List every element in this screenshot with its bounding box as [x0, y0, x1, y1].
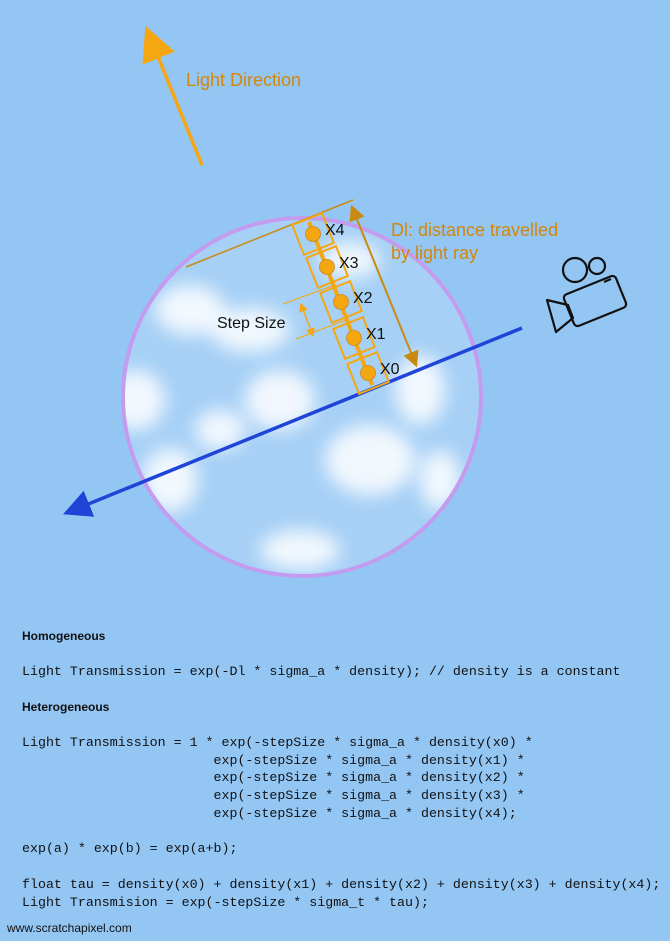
camera-icon — [545, 256, 628, 334]
light-direction-label: Light Direction — [186, 70, 301, 90]
step-size-arrow — [299, 302, 315, 338]
sample-dot — [333, 294, 349, 310]
sample-dot — [346, 330, 362, 346]
light-direction-arrow — [142, 25, 204, 166]
sample-point-1: X1 — [331, 315, 386, 361]
sample-label: X0 — [380, 361, 400, 378]
sample-label: X2 — [353, 290, 373, 307]
distance-label-line2: by light ray — [391, 243, 478, 263]
tau-formula: float tau = density(x0) + density(x1) + … — [22, 877, 661, 910]
exp-identity: exp(a) * exp(b) = exp(a+b); — [22, 841, 238, 856]
sample-point-4: X4 — [290, 211, 345, 257]
sample-label: X1 — [366, 326, 386, 343]
sample-point-0: X0 — [345, 350, 400, 396]
heterogeneous-heading: Heterogeneous — [22, 700, 110, 714]
heterogeneous-formula: Light Transmission = 1 * exp(-stepSize *… — [22, 735, 533, 821]
sample-label: X4 — [325, 222, 345, 239]
volume-diagram: Light Direction Dl: distance travelled b… — [63, 25, 628, 578]
sample-cell — [345, 350, 391, 396]
exit-tangent-line — [185, 199, 354, 268]
distance-arrow — [349, 204, 419, 368]
homogeneous-heading: Homogeneous — [22, 629, 106, 643]
distance-label-line1: Dl: distance travelled — [391, 220, 558, 240]
cloud-sphere — [121, 216, 483, 578]
step-size-label: Step Size — [217, 315, 286, 332]
sample-cell — [318, 279, 364, 325]
sample-label: X3 — [339, 255, 359, 272]
sample-cell — [304, 244, 350, 290]
step-guide-top — [282, 285, 333, 305]
sample-cell — [331, 315, 377, 361]
sample-point-2: X2 — [318, 279, 373, 325]
sample-dot — [360, 365, 376, 381]
sample-cell — [290, 211, 336, 257]
camera-ray — [63, 326, 523, 517]
sample-point-3: X3 — [304, 244, 359, 290]
homogeneous-formula: Light Transmission = exp(-Dl * sigma_a *… — [22, 664, 621, 679]
sample-dot — [305, 226, 321, 242]
site-url: www.scratchapixel.com — [7, 921, 132, 935]
sample-dot — [319, 259, 335, 275]
